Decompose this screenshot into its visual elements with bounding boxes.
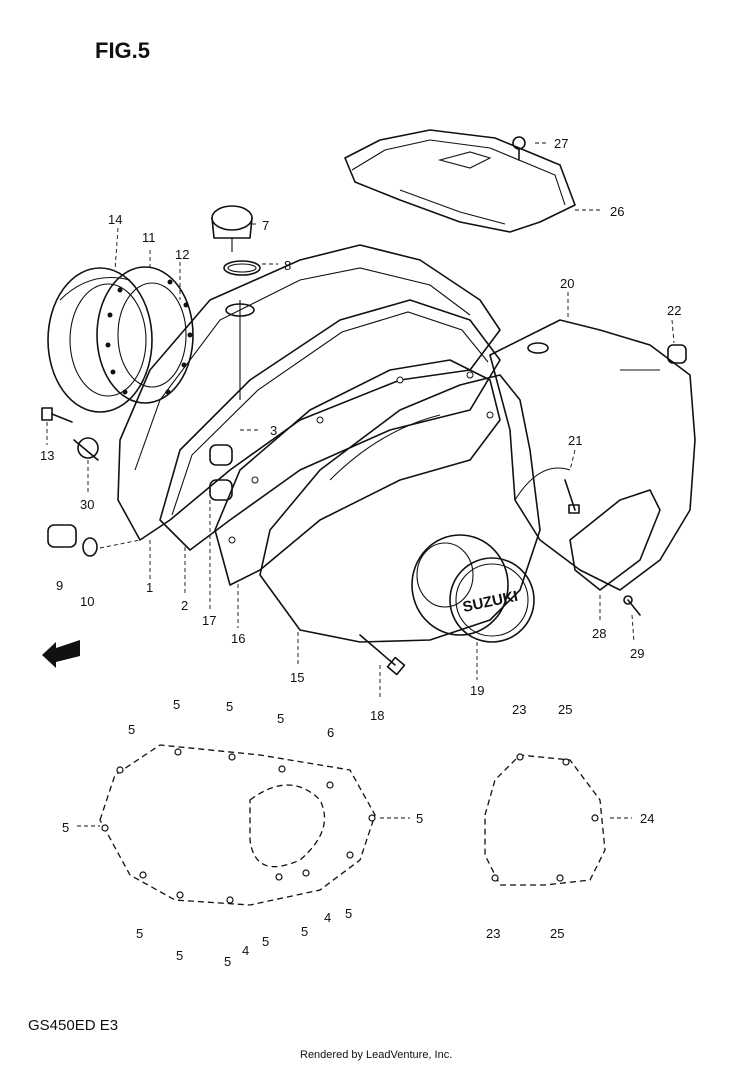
callout-26: 26	[610, 204, 624, 219]
callout-1: 1	[146, 580, 153, 595]
part-gasket-16	[214, 359, 501, 586]
figure-title: FIG.5	[95, 38, 150, 63]
part-inner-cover-1	[117, 244, 501, 541]
part-plug-9	[47, 524, 77, 548]
callouts-upper: 27 26 7 8 14 11 12 20 22 3 13 21 30 9 10…	[40, 136, 681, 723]
part-screw-27	[512, 136, 526, 161]
fwd-arrow-icon: FWD	[42, 640, 80, 668]
part-screw-21	[564, 479, 580, 514]
callout-d-bl2: 5	[176, 948, 183, 963]
callout-d-b4b: 4	[324, 910, 331, 925]
callout-e-24: 24	[640, 811, 654, 826]
part-outer-cover-15	[259, 374, 541, 643]
part-emblem-19: SUZUKI	[449, 557, 535, 643]
callout-10: 10	[80, 594, 94, 609]
part-bolt-13	[41, 407, 73, 423]
callout-15: 15	[290, 670, 304, 685]
callout-e-25a: 25	[558, 702, 572, 717]
callout-d-top1: 5	[173, 697, 180, 712]
callout-11: 11	[142, 230, 156, 245]
callout-22: 22	[667, 303, 681, 318]
callout-d-left: 5	[62, 820, 69, 835]
callouts-lower-right: 23 25 24 23 25	[486, 702, 654, 941]
part-gasket-2	[159, 299, 501, 551]
part-dowel-pins-17	[209, 444, 233, 501]
part-o-ring-8	[223, 260, 261, 276]
gasket-outline-lower-left	[99, 744, 376, 906]
callout-16: 16	[231, 631, 245, 646]
callout-2: 2	[181, 598, 188, 613]
callout-18: 18	[370, 708, 384, 723]
callout-30: 30	[80, 497, 94, 512]
part-top-cover-plate	[344, 129, 576, 233]
callout-d-bl3: 5	[224, 954, 231, 969]
callout-20: 20	[560, 276, 574, 291]
callout-d-b5: 5	[262, 934, 269, 949]
callout-14: 14	[108, 212, 122, 227]
callout-d-br: 5	[345, 906, 352, 921]
callout-27: 27	[554, 136, 568, 151]
callout-e-23b: 23	[486, 926, 500, 941]
callout-d-bl1: 5	[136, 926, 143, 941]
callout-12: 12	[175, 247, 189, 262]
callout-19: 19	[470, 683, 484, 698]
callout-8: 8	[284, 258, 291, 273]
callouts-lower-left: 5 5 5 6 5 5 5 5 5 5 4 5 5 4 5	[62, 697, 423, 969]
part-oil-filler-cap	[211, 205, 253, 252]
callout-9: 9	[56, 578, 63, 593]
part-dowel-22	[667, 344, 687, 364]
callout-d-top3: 5	[277, 711, 284, 726]
callout-e-25b: 25	[550, 926, 564, 941]
callout-d-topL: 5	[128, 722, 135, 737]
callout-29: 29	[630, 646, 644, 661]
callout-d-top6: 6	[327, 725, 334, 740]
emblem-brand-text: SUZUKI	[461, 588, 519, 616]
callout-d-top2: 5	[226, 699, 233, 714]
part-switch-30	[73, 437, 99, 461]
part-side-cover-20	[489, 319, 696, 591]
callout-d-right: 5	[416, 811, 423, 826]
callout-d-b4a: 4	[242, 943, 249, 958]
callout-3: 3	[270, 423, 277, 438]
callout-d-b5b: 5	[301, 924, 308, 939]
leader-lines	[46, 142, 675, 827]
callout-28: 28	[592, 626, 606, 641]
footer-credit: Rendered by LeadVenture, Inc.	[300, 1049, 452, 1061]
callout-13: 13	[40, 448, 54, 463]
callout-7: 7	[262, 218, 269, 233]
callout-e-23a: 23	[512, 702, 526, 717]
part-round-cover-14	[47, 267, 153, 413]
part-washer-10	[82, 537, 98, 557]
part-inspection-cap-28	[569, 489, 661, 591]
callout-21: 21	[568, 433, 582, 448]
model-code: GS450ED E3	[28, 1017, 118, 1034]
part-screw-29	[623, 595, 641, 616]
cover-outline-lower-right	[484, 753, 606, 886]
callout-17: 17	[202, 613, 216, 628]
fwd-label: FWD	[57, 648, 78, 658]
part-bolt-18	[359, 634, 406, 676]
